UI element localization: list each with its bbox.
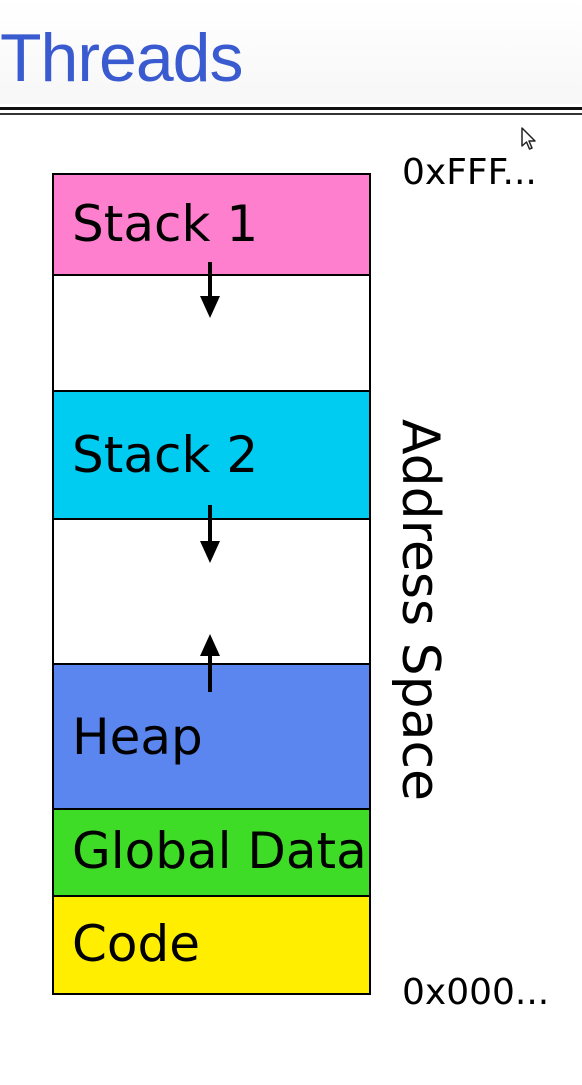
arrow-down-icon xyxy=(200,262,220,318)
title-divider xyxy=(0,107,582,110)
segment-stack-1: Stack 1 xyxy=(54,175,369,276)
address-low-label: 0x000... xyxy=(402,972,550,1013)
segment-label-stack-2: Stack 2 xyxy=(72,426,259,484)
segment-code: Code xyxy=(54,897,369,993)
address-space-label: Address Space xyxy=(390,418,450,802)
segment-label-code: Code xyxy=(72,915,201,973)
segment-label-heap: Heap xyxy=(72,708,203,766)
segment-stack-2: Stack 2 xyxy=(54,392,369,520)
mouse-cursor-icon xyxy=(521,127,536,150)
title-bar: Threads xyxy=(0,0,582,104)
arrow-up-icon xyxy=(200,634,220,692)
segment-label-stack-1: Stack 1 xyxy=(72,195,259,253)
address-high-label: 0xFFF... xyxy=(402,152,537,193)
slide-title: Threads xyxy=(0,20,243,96)
title-divider-thin xyxy=(0,113,582,115)
segment-label-global-data: Global Data xyxy=(72,822,367,880)
arrow-down-icon xyxy=(200,505,220,563)
segment-global-data: Global Data xyxy=(54,810,369,897)
